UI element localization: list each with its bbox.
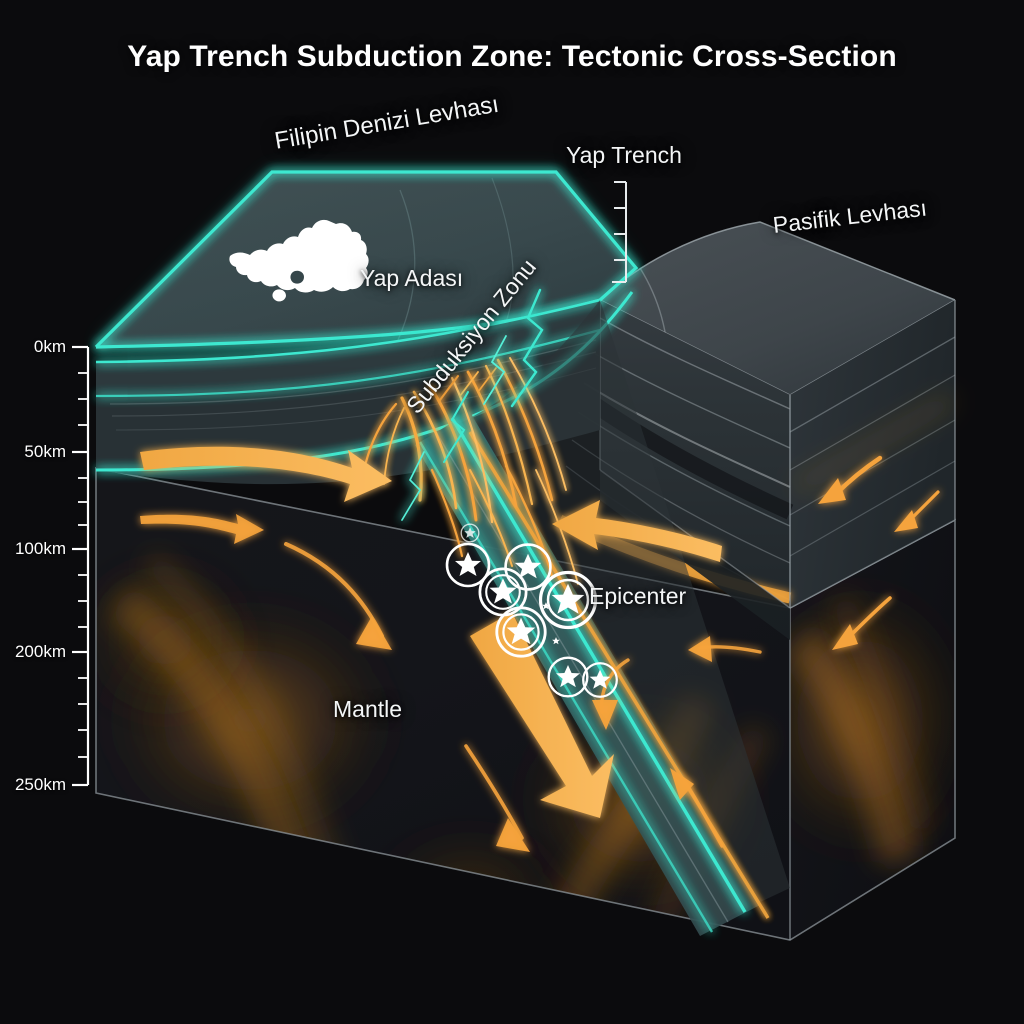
epicenter-markers: [445, 523, 618, 698]
epicenter-marker: [538, 570, 598, 630]
epicenter-marker: [504, 543, 552, 591]
yap-trench-leader-line: [612, 181, 627, 283]
arrow-side-face-2: [894, 490, 940, 532]
arrow-side-face-1: [818, 455, 883, 504]
arrow-side-face-3: [832, 596, 892, 650]
arrow-philippine-motion: [140, 446, 392, 502]
arrow-mantle-upwelling: [670, 768, 724, 848]
arrow-pacific-motion: [552, 500, 722, 562]
epicenter-marker: [582, 662, 618, 698]
epicenter-marker: [547, 656, 589, 698]
arrow-mantle-drag: [284, 542, 392, 650]
pacific-strata-side: [789, 336, 956, 557]
epicenter-marker-small: [542, 602, 550, 610]
arrow-mantle-return-upper: [688, 636, 762, 662]
depth-axis: [72, 345, 90, 787]
epicenter-marker: [445, 542, 491, 588]
arrow-slab-descent: [470, 612, 614, 818]
mantle-side-plumes: [790, 580, 955, 865]
interface-lightning: [401, 288, 544, 521]
epicenter-marker: [460, 523, 480, 543]
arrow-mantle-convection-loop: [592, 658, 630, 730]
epicenter-marker: [495, 606, 547, 658]
arrow-slab-drag-lower: [464, 744, 530, 852]
arrow-mantle-flow-left: [140, 514, 264, 544]
yap-island-shape: [229, 219, 369, 302]
epicenter-marker-small: [552, 637, 560, 645]
motion-arrows: [140, 446, 940, 852]
slab-top-boundary: [450, 417, 747, 913]
